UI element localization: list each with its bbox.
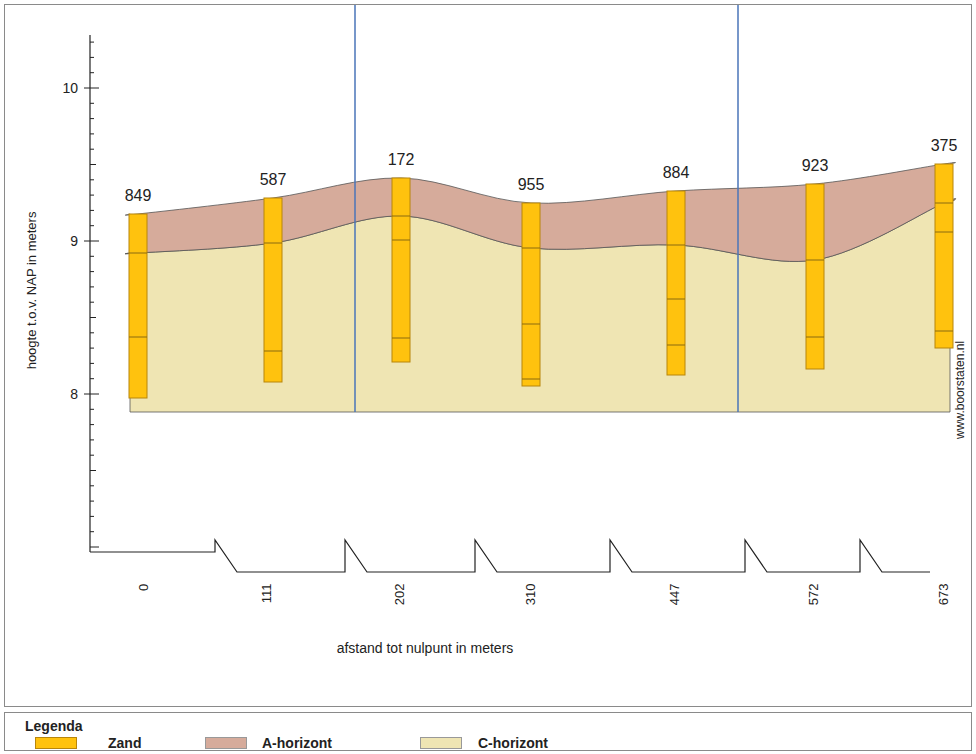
layer-boundary xyxy=(264,243,282,244)
tick xyxy=(90,485,94,486)
borehole-number: 375 xyxy=(931,137,958,155)
legend-label: C-horizont xyxy=(478,735,548,751)
tick xyxy=(90,409,94,410)
borehole xyxy=(935,164,953,348)
tick xyxy=(90,72,94,73)
tick xyxy=(90,256,94,257)
tick xyxy=(90,332,94,333)
borehole xyxy=(392,178,410,362)
borehole xyxy=(264,198,282,382)
layer-boundary xyxy=(522,379,540,380)
x-axis-broken xyxy=(90,540,930,572)
tick xyxy=(90,470,96,471)
major-tick xyxy=(84,241,90,242)
borehole-number: 923 xyxy=(802,157,829,175)
layer-boundary xyxy=(806,260,824,261)
borehole-number: 172 xyxy=(388,151,415,169)
layer-boundary xyxy=(667,299,685,300)
distance-value: 111 xyxy=(261,584,276,604)
distance-value: 572 xyxy=(808,584,823,606)
tick xyxy=(90,363,94,364)
layer-boundary xyxy=(392,240,410,241)
tick xyxy=(90,348,94,349)
layer-boundary xyxy=(129,253,147,254)
layer-boundary xyxy=(935,232,953,233)
legend-swatch xyxy=(35,737,77,749)
borehole xyxy=(806,184,824,369)
tick xyxy=(90,424,94,425)
tick xyxy=(90,501,94,502)
borehole xyxy=(667,191,685,375)
tick xyxy=(90,164,96,165)
tick xyxy=(90,394,99,395)
axis-value: 8 xyxy=(70,386,78,402)
tick xyxy=(90,57,94,58)
tick xyxy=(90,516,94,517)
section-line xyxy=(737,5,739,412)
layer-boundary xyxy=(392,338,410,339)
borehole-number: 884 xyxy=(663,164,690,182)
soil-layers xyxy=(125,163,955,412)
major-tick xyxy=(84,88,90,89)
borehole xyxy=(129,214,147,398)
borehole xyxy=(522,203,540,386)
tick xyxy=(90,302,94,303)
y-axis xyxy=(89,35,90,552)
legend-swatch xyxy=(205,737,247,749)
tick xyxy=(90,210,94,211)
layer-boundary xyxy=(392,216,410,217)
borehole-number: 587 xyxy=(260,171,287,189)
distance-value: 202 xyxy=(394,584,409,606)
layer-boundary xyxy=(806,337,824,338)
tick xyxy=(90,547,99,548)
axis-title: hoogte t.o.v. NAP in meters xyxy=(26,211,41,369)
y-ticks xyxy=(84,42,99,547)
boreholes xyxy=(129,164,953,398)
borehole-number: 955 xyxy=(518,176,545,194)
distance-value: 673 xyxy=(938,584,953,606)
axis-value: 10 xyxy=(62,80,78,96)
axis-value: 9 xyxy=(70,233,78,249)
watermark: www.boorstaten.nl xyxy=(954,341,968,439)
legend-label: Zand xyxy=(108,735,141,751)
tick xyxy=(90,149,94,150)
tick xyxy=(90,225,94,226)
tick xyxy=(90,378,94,379)
tick xyxy=(90,179,94,180)
legend-swatch xyxy=(420,737,462,749)
layer-boundary xyxy=(667,345,685,346)
tick xyxy=(90,317,96,318)
tick xyxy=(90,118,94,119)
tick xyxy=(90,103,94,104)
distance-value: 447 xyxy=(669,584,684,606)
tick xyxy=(90,531,94,532)
distance-value: 0 xyxy=(138,584,153,591)
tick xyxy=(90,88,99,89)
legend-frame xyxy=(5,713,972,751)
layer-boundary xyxy=(264,351,282,352)
legend-label: A-horizont xyxy=(262,735,332,751)
distance-value: 310 xyxy=(525,584,540,606)
layer-boundary xyxy=(522,248,540,249)
borehole-number: 849 xyxy=(125,187,152,205)
layer-boundary xyxy=(667,245,685,246)
layer-boundary xyxy=(522,324,540,325)
tick xyxy=(90,271,94,272)
tick xyxy=(90,241,99,242)
layer-boundary xyxy=(935,331,953,332)
axis-title: afstand tot nulpunt in meters xyxy=(337,640,514,656)
chart-frame xyxy=(5,5,972,707)
major-tick xyxy=(84,394,90,395)
section-line xyxy=(354,5,356,412)
tick xyxy=(90,286,94,287)
tick xyxy=(90,133,94,134)
tick xyxy=(90,439,94,440)
legend-title: Legenda xyxy=(25,718,83,734)
tick xyxy=(90,455,94,456)
tick xyxy=(90,195,94,196)
layer-boundary xyxy=(935,203,953,204)
layer-boundary xyxy=(129,337,147,338)
tick xyxy=(90,42,94,43)
